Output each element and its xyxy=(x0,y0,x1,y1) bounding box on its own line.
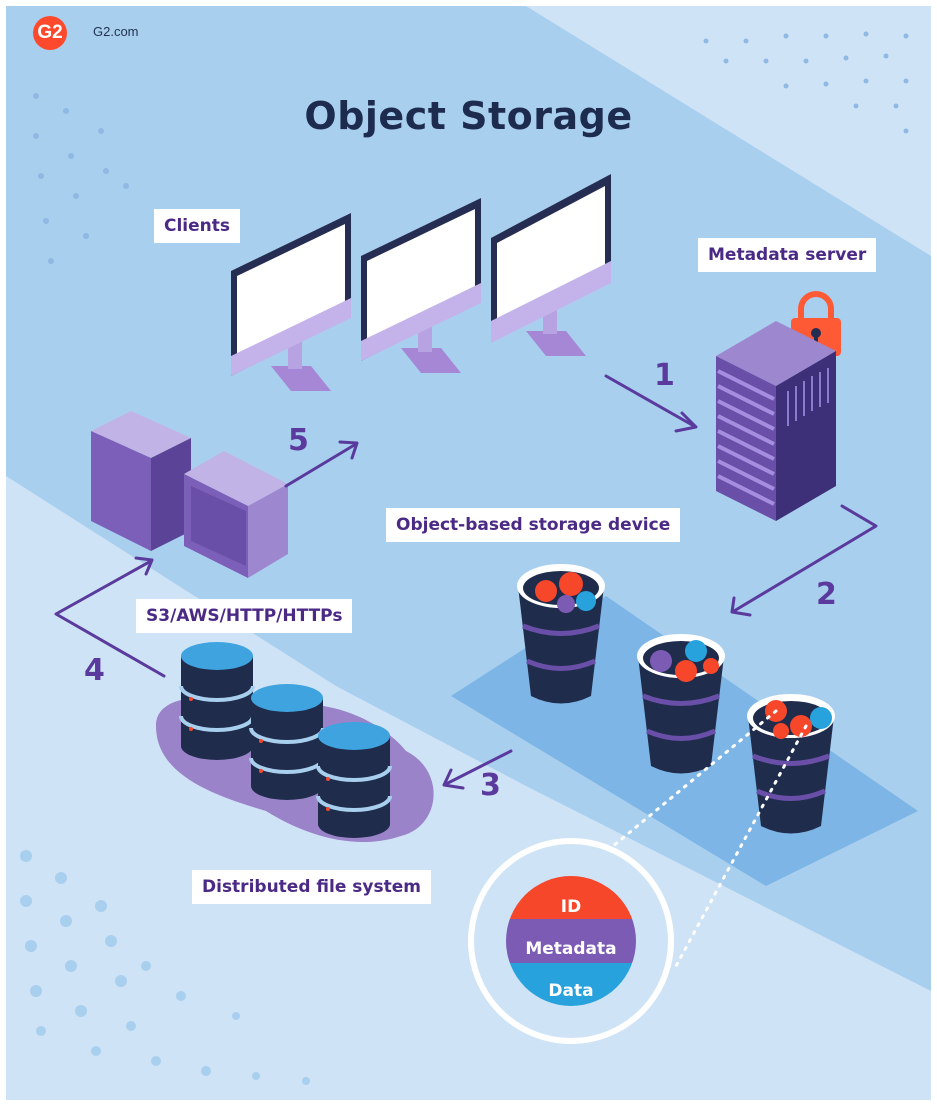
metadata-label: Metadata xyxy=(525,939,617,959)
monitor-icon xyxy=(491,174,611,356)
arrow-icon xyxy=(338,440,359,460)
box-icon xyxy=(184,451,288,578)
metadata-server-label: Metadata server xyxy=(698,238,877,272)
step-2: 2 xyxy=(816,577,837,612)
arrow-icon xyxy=(54,559,166,678)
step-5: 5 xyxy=(288,423,309,458)
diagram-canvas: G2 G2.com Object Storage Clients Metadat… xyxy=(6,6,931,1100)
bucket-icon xyxy=(637,634,725,774)
database-icon xyxy=(316,722,392,838)
brand-site-link[interactable]: G2.com xyxy=(93,24,139,39)
decorative-dots-bottom xyxy=(20,850,310,1085)
arrow-icon xyxy=(732,504,878,613)
page-title: Object Storage xyxy=(304,94,633,138)
monitor-icon xyxy=(231,213,351,391)
object-storage-device-label: Object-based storage device xyxy=(386,508,681,542)
step-3: 3 xyxy=(480,768,501,803)
monitor-icon xyxy=(361,198,481,373)
id-label: ID xyxy=(560,897,582,917)
diagram-scene xyxy=(6,6,931,1100)
data-label: Data xyxy=(548,981,594,1001)
database-icon xyxy=(179,642,255,760)
g2-logo-text: G2 xyxy=(37,22,63,43)
arrow-icon xyxy=(604,374,696,428)
database-icon xyxy=(249,684,325,800)
g2-logo-icon[interactable]: G2 xyxy=(33,16,67,50)
distributed-fs-label: Distributed file system xyxy=(192,870,431,904)
bucket-icon xyxy=(747,694,835,834)
box-icon xyxy=(91,411,191,551)
arrow-icon xyxy=(134,556,154,576)
arrow-icon xyxy=(444,749,513,786)
background-light-top xyxy=(526,6,931,256)
object-detail xyxy=(468,838,674,1044)
arrow-icon xyxy=(442,768,465,790)
clients-label: Clients xyxy=(154,209,241,243)
arrow-icon xyxy=(674,411,698,433)
bucket-icon xyxy=(517,564,605,704)
flow-arrows xyxy=(54,374,878,790)
step-4: 4 xyxy=(84,653,105,688)
step-1: 1 xyxy=(654,358,675,393)
protocols-label: S3/AWS/HTTP/HTTPs xyxy=(136,599,353,633)
arrow-icon xyxy=(730,596,752,617)
arrow-icon xyxy=(284,442,358,488)
zoom-lines xyxy=(569,709,808,968)
server-rack-icon xyxy=(716,321,836,521)
metadata-segment xyxy=(506,919,636,963)
decorative-dots xyxy=(33,31,909,264)
